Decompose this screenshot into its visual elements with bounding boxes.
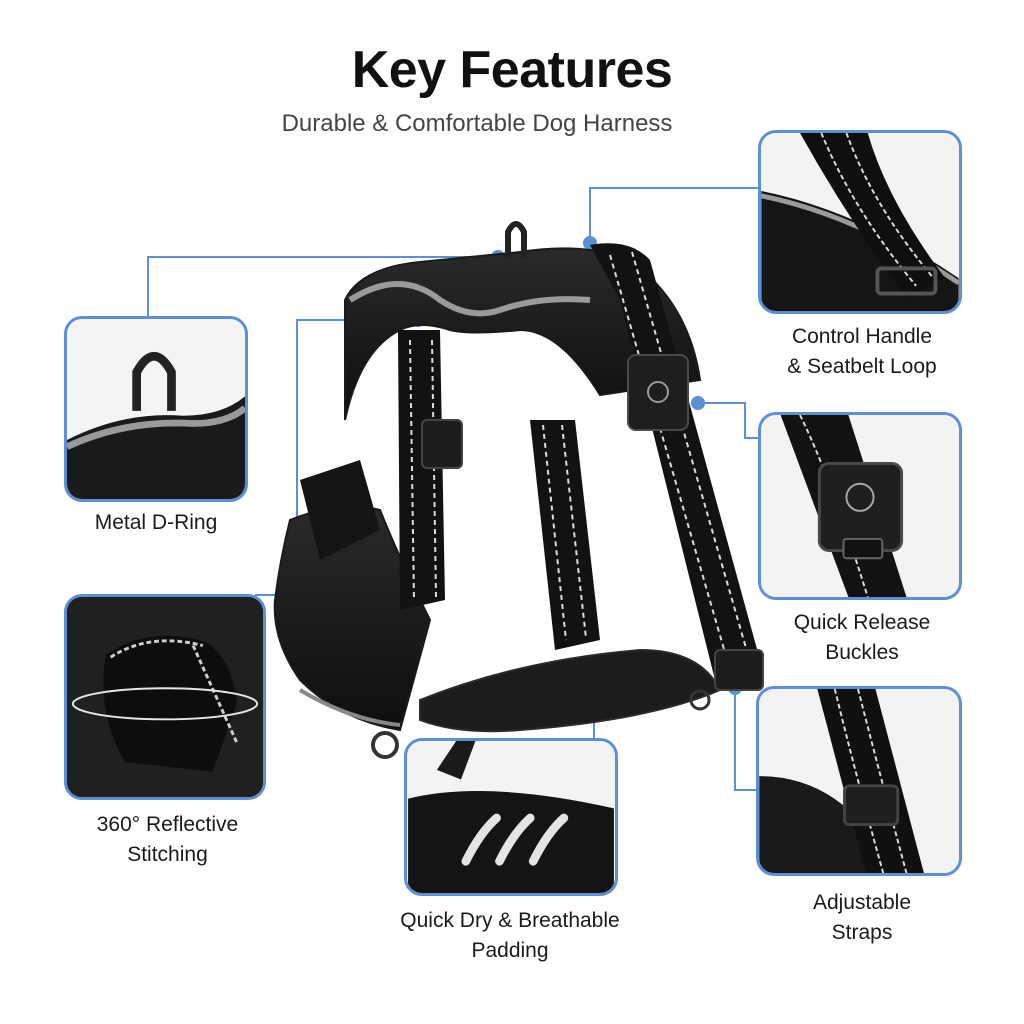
control-handle-closeup-icon: [761, 133, 959, 311]
panel-straps: [756, 686, 962, 876]
label-straps: Adjustable Straps: [812, 891, 912, 944]
connector-straps: [734, 688, 760, 791]
buckle-closeup-icon: [761, 415, 959, 597]
reflective-360-closeup-icon: [67, 597, 263, 797]
label-reflective: 360° Reflective Stitching: [96, 813, 239, 866]
panel-handle: [758, 130, 962, 314]
d-ring-closeup-icon: [67, 319, 245, 499]
page-subtitle: Durable & Comfortable Dog Harness: [281, 110, 673, 137]
connector-d-ring: [147, 256, 498, 318]
label-d-ring: Metal D-Ring: [94, 511, 218, 534]
connector-buckles: [698, 402, 760, 439]
connector-handle: [589, 187, 760, 243]
panel-d-ring: [64, 316, 248, 502]
dot-buckles: [691, 396, 705, 410]
label-buckles: Quick Release Buckles: [793, 611, 931, 664]
panel-padding: [404, 738, 618, 896]
page-title: Key Features: [351, 41, 673, 99]
breathable-padding-closeup-icon: [408, 741, 614, 893]
strap-closeup-icon: [759, 689, 959, 873]
label-padding: Quick Dry & Breathable Padding: [400, 909, 620, 962]
label-handle: Control Handle & Seatbelt Loop: [787, 325, 937, 378]
panel-reflective: [64, 594, 266, 800]
panel-buckles: [758, 412, 962, 600]
